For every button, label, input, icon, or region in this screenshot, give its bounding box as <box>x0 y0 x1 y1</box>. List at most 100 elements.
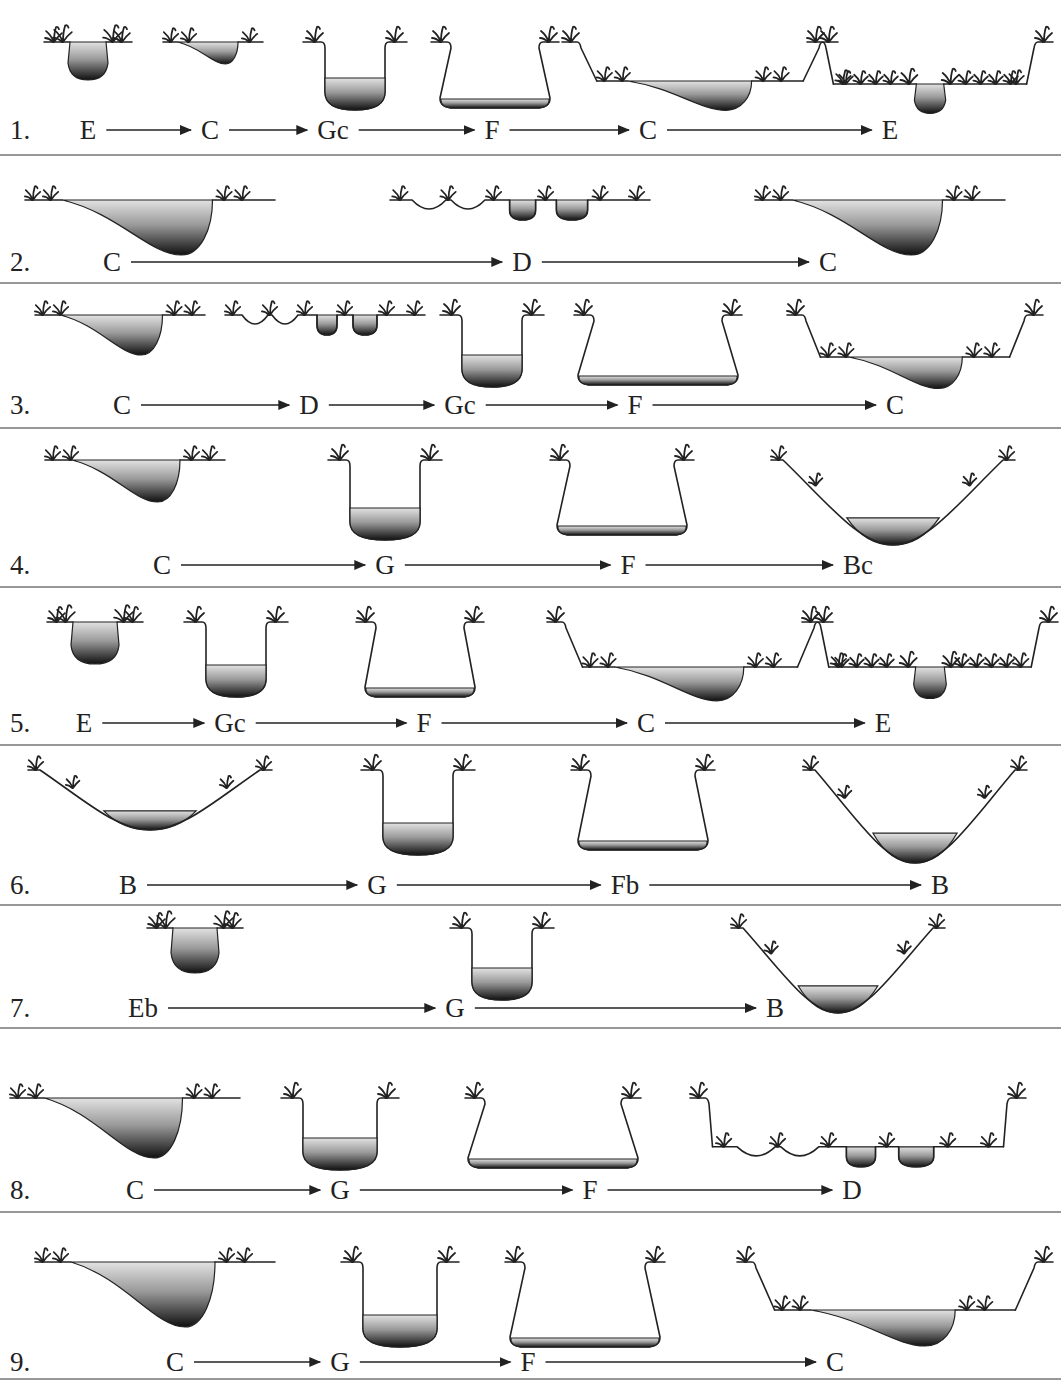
row-number: 3. <box>10 392 30 419</box>
node-text: G <box>330 1177 350 1204</box>
grass-tuft <box>63 446 78 460</box>
grass-tuft <box>775 1296 790 1310</box>
bank-line <box>803 770 1027 863</box>
arrow-connector <box>359 129 475 131</box>
stream-type-label: G <box>326 1175 354 1206</box>
grass-tuft <box>748 653 763 667</box>
stream-type-label: F <box>623 390 646 421</box>
grass-tuft <box>184 446 199 460</box>
node-text: Gc <box>214 710 245 737</box>
arrow-connector <box>329 404 435 406</box>
stream-type-label: G <box>441 993 469 1024</box>
arrow-connector <box>442 722 628 724</box>
node-text: Eb <box>128 995 158 1022</box>
water-fill <box>579 376 737 385</box>
grass-tuft <box>306 27 323 42</box>
node-text: C <box>201 117 219 144</box>
grass-tuft <box>540 27 557 42</box>
grass-tuft <box>1013 653 1028 667</box>
grass-tuft <box>284 1083 301 1098</box>
grass-tuft <box>802 607 819 622</box>
grass-tuft <box>959 1296 974 1310</box>
arrow-connector <box>147 884 357 886</box>
node-text: F <box>627 392 642 419</box>
water-fill <box>849 357 963 389</box>
stream-type-label: E <box>871 708 896 739</box>
grass-tuft <box>690 1083 707 1098</box>
node-text: G <box>445 995 465 1022</box>
row-separator <box>0 154 1061 155</box>
node-text: Fb <box>611 872 640 899</box>
water-fill <box>383 823 453 855</box>
grass-tuft <box>551 445 568 460</box>
grass-tuft <box>364 755 381 770</box>
node-text: E <box>875 710 892 737</box>
node-text: C <box>819 249 837 276</box>
stream-type-label: F <box>412 708 435 739</box>
water-fill <box>811 1310 956 1346</box>
grass-tuft <box>547 607 564 622</box>
stream-type-label: C <box>815 247 841 278</box>
stream-type-label: C <box>633 708 659 739</box>
stream-type-label: G <box>326 1347 354 1378</box>
row-number: 5. <box>10 710 30 737</box>
grass-tuft <box>900 69 917 84</box>
arrow-connector <box>194 1361 320 1363</box>
grass-tuft <box>838 343 853 357</box>
node-text: B <box>766 995 784 1022</box>
grass-tuft <box>66 776 80 788</box>
row-number: 1. <box>10 117 30 144</box>
row-number: 6. <box>10 872 30 899</box>
arrow-connector <box>510 129 630 131</box>
grass-tuft <box>593 186 608 200</box>
grass-tuft <box>204 1084 219 1098</box>
node-text: G <box>375 552 395 579</box>
grass-tuft <box>25 186 40 200</box>
arrow-connector <box>131 261 502 263</box>
arrow-connector <box>229 129 307 131</box>
grass-tuft <box>766 653 781 667</box>
arrow-connector <box>256 722 407 724</box>
grass-tuft <box>45 446 60 460</box>
water-fill <box>350 508 420 540</box>
arrow-connector <box>665 722 865 724</box>
water-fill <box>68 42 108 80</box>
grass-tuft <box>999 446 1014 460</box>
grass-tuft <box>256 756 271 770</box>
row-number: 2. <box>10 249 30 276</box>
grass-tuft <box>942 69 959 84</box>
row-separator <box>0 1211 1061 1212</box>
grass-tuft <box>220 776 234 788</box>
grass-tuft <box>969 654 983 667</box>
grass-tuft <box>45 27 62 42</box>
bank-line <box>225 315 425 335</box>
arrow-connector <box>542 261 809 263</box>
node-text: C <box>886 392 904 419</box>
grass-tuft <box>432 27 449 42</box>
water-fill <box>472 968 532 1000</box>
grass-tuft <box>124 607 141 622</box>
grass-tuft <box>148 913 165 928</box>
row-separator <box>0 1378 1061 1379</box>
water-fill <box>71 1262 215 1327</box>
stream-type-label: Eb <box>124 993 162 1024</box>
grass-tuft <box>984 654 998 667</box>
arrow-connector <box>181 564 365 566</box>
grass-tuft <box>770 1133 785 1147</box>
arrow-connector <box>486 404 618 406</box>
stream-type-label: Bc <box>839 550 877 581</box>
grass-tuft <box>787 300 804 315</box>
grass-tuft <box>897 941 911 953</box>
grass-tuft <box>774 67 789 81</box>
grass-tuft <box>1035 27 1052 42</box>
water-fill <box>873 833 957 863</box>
grass-tuft <box>506 1247 523 1262</box>
grass-tuft <box>386 27 403 42</box>
grass-tuft <box>35 301 50 315</box>
bank-line <box>731 928 945 1013</box>
water-fill <box>363 1315 437 1347</box>
arrow-connector <box>397 884 601 886</box>
grass-tuft <box>1025 300 1042 315</box>
node-text: G <box>330 1349 350 1376</box>
grass-tuft <box>973 71 987 84</box>
